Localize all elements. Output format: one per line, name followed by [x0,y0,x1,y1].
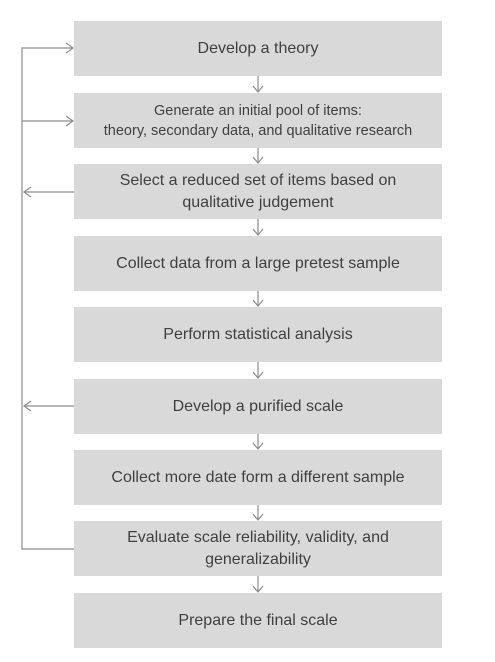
step-purified-scale: Develop a purified scale [74,379,442,434]
step-label: Prepare the final scale [178,611,338,629]
step-collect-more-data: Collect more date form a different sampl… [74,450,442,505]
down-arrow-7 [252,505,264,521]
step-label: Collect more date form a different sampl… [111,468,405,486]
step-label: Develop a purified scale [172,397,344,415]
step-final-scale: Prepare the final scale [74,593,442,648]
down-arrow-4 [252,291,264,307]
down-arrow-6 [252,434,264,450]
step-label: Collect data from a large pretest sample [116,254,400,272]
step-select-reduced-items: Select a reduced set of items based on q… [74,164,442,219]
down-arrow-8 [252,576,264,593]
down-arrow-5 [252,362,264,379]
step-evaluate-scale: Evaluate scale reliability, validity, an… [74,521,442,576]
step-label: Develop a theory [197,39,319,57]
step-label: Select a reduced set of items based on q… [119,171,397,211]
down-arrow-3 [252,219,264,236]
step-label: Generate an initial pool of items: theor… [103,102,413,139]
step-generate-item-pool: Generate an initial pool of items: theor… [74,93,442,148]
step-develop-theory: Develop a theory [74,21,442,76]
down-arrow-2 [252,148,264,164]
step-statistical-analysis: Perform statistical analysis [74,307,442,362]
down-arrow-1 [252,76,264,93]
step-label: Perform statistical analysis [163,325,353,343]
step-collect-pretest-data: Collect data from a large pretest sample [74,236,442,291]
feedback-loop [21,42,75,550]
step-label: Evaluate scale reliability, validity, an… [127,528,389,568]
